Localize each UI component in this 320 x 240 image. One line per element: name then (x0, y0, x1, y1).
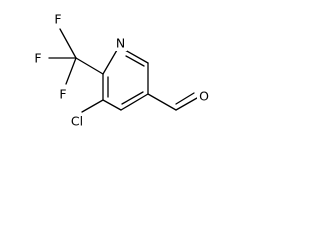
atom-label-fluorine-3: F (59, 87, 66, 102)
bond-cho-o (175, 97, 198, 111)
structure-canvas: N Cl O F F F (0, 0, 222, 138)
bond-n1-c2-inner (125, 55, 145, 67)
bond-c4-c5 (102, 99, 122, 111)
bond-c3-c4-inner (121, 91, 144, 105)
atom-label-fluorine-2: F (34, 51, 41, 66)
bond-c3-cho (147, 93, 177, 111)
bond-cho-o-second (175, 92, 195, 105)
atom-label-nitrogen: N (116, 36, 125, 51)
bond-n1-c6 (102, 49, 118, 75)
bond-c5-cl (81, 99, 104, 113)
atom-label-oxygen: O (199, 89, 209, 104)
atom-label-fluorine-1: F (54, 12, 61, 27)
molecule-diagram: N Cl O F F F (31, 11, 211, 129)
bond-n1-c2 (124, 49, 149, 64)
bond-c3-c4 (120, 93, 149, 111)
bond-c6-cf3 (75, 57, 104, 75)
bond-cf3-f1 (59, 28, 77, 59)
bond-cf3-f3 (65, 57, 77, 85)
atom-label-chlorine: Cl (71, 114, 83, 129)
